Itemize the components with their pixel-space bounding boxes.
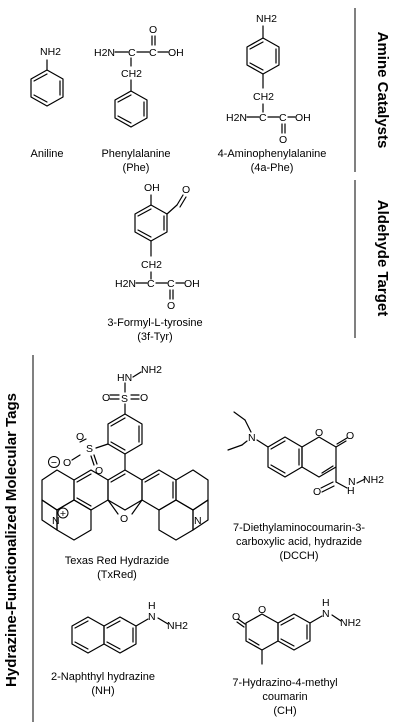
nh-abbr: (NH) xyxy=(91,685,114,697)
svg-text:N: N xyxy=(194,515,202,527)
svg-text:C: C xyxy=(259,112,267,124)
svg-text:O: O xyxy=(120,513,128,525)
svg-text:OH: OH xyxy=(144,182,160,194)
svg-text:C: C xyxy=(279,112,287,124)
aldehyde-section-bracket: Aldehyde Target xyxy=(354,180,391,338)
ch-abbr: (CH) xyxy=(273,705,296,717)
svg-text:NH2: NH2 xyxy=(167,620,188,632)
svg-text:O: O xyxy=(95,465,103,477)
dcch-line2: carboxylic acid, hydrazide xyxy=(236,536,362,548)
svg-text:C: C xyxy=(167,278,175,290)
tags-section-bracket: Hydrazine-Functionalized Molecular Tags xyxy=(3,355,34,722)
svg-text:HN: HN xyxy=(117,372,132,384)
aminophenylalanine-structure: NH2 CH2 H2N C C OH O xyxy=(226,13,311,146)
svg-text:O: O xyxy=(149,24,157,36)
svg-text:NH2: NH2 xyxy=(141,364,162,376)
naphthylhydrazine-structure: N H NH2 xyxy=(71,600,188,654)
dcch-line1: 7-Diethylaminocoumarin-3- xyxy=(233,522,365,534)
svg-text:H2N: H2N xyxy=(226,112,247,124)
svg-text:−: − xyxy=(51,457,57,469)
amine-section-bracket: Amine Catalysts xyxy=(354,8,391,172)
svg-text:H2N: H2N xyxy=(94,47,115,59)
svg-text:C: C xyxy=(149,47,157,59)
tags-label: Hydrazine-Functionalized Molecular Tags xyxy=(3,393,20,687)
svg-text:O: O xyxy=(279,134,287,146)
svg-text:OH: OH xyxy=(168,47,184,59)
phe-name: Phenylalanine xyxy=(101,148,170,160)
txred-name: Texas Red Hydrazide xyxy=(65,555,170,567)
svg-text:N: N xyxy=(248,432,256,444)
svg-text:CH2: CH2 xyxy=(253,91,274,103)
svg-text:H2N: H2N xyxy=(115,278,136,290)
svg-text:O: O xyxy=(258,604,266,616)
svg-text:N: N xyxy=(322,608,330,620)
svg-text:NH2: NH2 xyxy=(256,13,277,25)
svg-text:S: S xyxy=(86,443,93,455)
svg-text:OH: OH xyxy=(295,112,311,124)
svg-text:O: O xyxy=(313,486,321,498)
ch-line2: coumarin xyxy=(262,691,307,703)
dcch-abbr: (DCCH) xyxy=(279,550,318,562)
svg-text:+: + xyxy=(60,508,66,520)
svg-text:O: O xyxy=(167,300,175,312)
formyltyrosine-structure: OH O CH2 H2N C C OH O xyxy=(115,182,200,312)
aphe-abbr: (4a-Phe) xyxy=(251,162,294,174)
aniline-name: Aniline xyxy=(30,148,63,160)
svg-text:O: O xyxy=(76,431,84,443)
phenylalanine-structure: H2N C C OH O CH2 xyxy=(94,24,184,128)
tyr-name: 3-Formyl-L-tyrosine xyxy=(107,317,202,329)
svg-text:H: H xyxy=(322,597,330,609)
svg-text:O: O xyxy=(315,427,323,439)
dcch-structure: N O O O H N NH2 xyxy=(227,411,384,498)
svg-text:O: O xyxy=(346,430,354,442)
aphe-name: 4-Aminophenylalanine xyxy=(218,148,327,160)
svg-text:N: N xyxy=(348,476,356,488)
svg-text:NH2: NH2 xyxy=(340,617,361,629)
tyr-abbr: (3f-Tyr) xyxy=(137,331,172,343)
svg-text:H: H xyxy=(347,485,355,497)
svg-text:N: N xyxy=(148,611,156,623)
phe-abbr: (Phe) xyxy=(123,162,150,174)
svg-text:CH2: CH2 xyxy=(141,259,162,271)
txred-abbr: (TxRed) xyxy=(97,569,137,581)
svg-text:NH2: NH2 xyxy=(40,46,61,58)
nh-name: 2-Naphthyl hydrazine xyxy=(51,671,155,683)
svg-text:O: O xyxy=(140,392,148,404)
svg-text:CH2: CH2 xyxy=(121,68,142,80)
aldehyde-target-label: Aldehyde Target xyxy=(374,200,391,316)
amine-catalysts-label: Amine Catalysts xyxy=(374,32,391,149)
svg-text:S: S xyxy=(121,393,128,405)
svg-text:N: N xyxy=(52,515,60,527)
texas-red-structure: HN NH2 S O O S O O O − xyxy=(41,364,209,541)
svg-text:OH: OH xyxy=(184,278,200,290)
ch-line1: 7-Hydrazino-4-methyl xyxy=(232,677,337,689)
svg-text:O: O xyxy=(182,184,190,196)
aniline-structure: NH2 xyxy=(30,46,64,107)
svg-text:O: O xyxy=(63,457,71,469)
svg-text:O: O xyxy=(232,611,240,623)
svg-text:C: C xyxy=(128,47,136,59)
svg-text:O: O xyxy=(102,392,110,404)
hydrazinocoumarin-structure: O O N H NH2 xyxy=(232,597,361,665)
svg-text:NH2: NH2 xyxy=(363,474,384,486)
svg-text:H: H xyxy=(148,600,156,612)
svg-text:C: C xyxy=(147,278,155,290)
